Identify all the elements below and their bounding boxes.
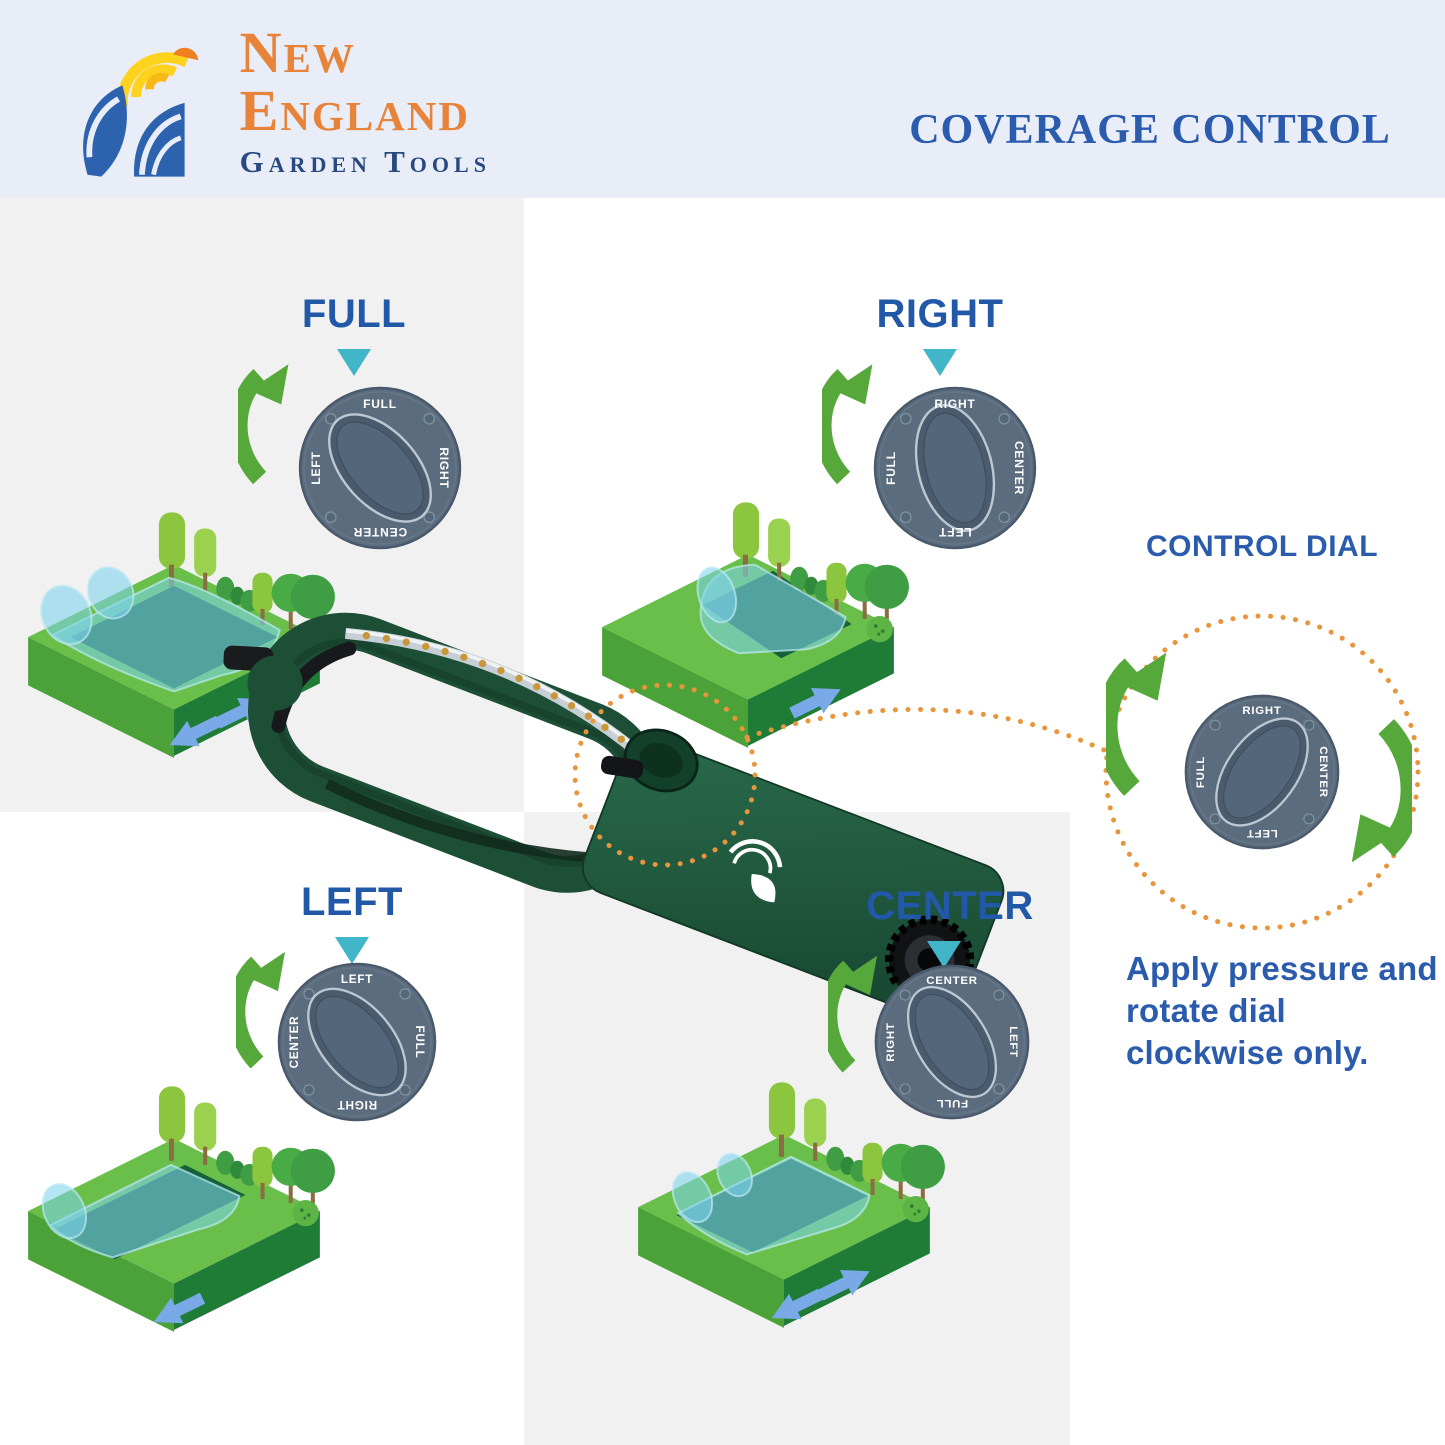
svg-text:CENTER: CENTER bbox=[288, 1016, 301, 1069]
svg-text:FULL: FULL bbox=[363, 397, 397, 411]
svg-text:FULL: FULL bbox=[936, 1097, 968, 1109]
trees bbox=[158, 1086, 335, 1227]
rotate-arrow-icon bbox=[229, 356, 310, 497]
header-banner bbox=[0, 0, 1445, 198]
svg-text:FULL: FULL bbox=[1195, 756, 1207, 788]
svg-text:LEFT: LEFT bbox=[938, 525, 971, 539]
svg-text:CENTER: CENTER bbox=[353, 525, 407, 539]
rotate-arrow-icon bbox=[1326, 702, 1423, 875]
pointer-triangle-icon bbox=[927, 941, 961, 968]
section-label-right: RIGHT bbox=[876, 292, 1004, 336]
section-label-center: CENTER bbox=[866, 884, 1034, 928]
svg-text:FULL: FULL bbox=[884, 451, 898, 485]
svg-text:RIGHT: RIGHT bbox=[337, 1098, 377, 1111]
dotted-leader-line bbox=[744, 706, 1107, 753]
dial-highlight-circle bbox=[572, 682, 758, 868]
lawn-illustration-left bbox=[8, 1042, 340, 1349]
rotate-arrow-icon bbox=[1095, 640, 1192, 813]
brand-logo-icon bbox=[83, 47, 199, 177]
pointer-triangle-icon bbox=[923, 349, 957, 376]
svg-text:RIGHT: RIGHT bbox=[1242, 705, 1281, 717]
svg-text:RIGHT: RIGHT bbox=[885, 1022, 897, 1061]
sprinkler-logo bbox=[728, 839, 783, 903]
svg-text:FULL: FULL bbox=[413, 1025, 426, 1058]
waves-icon bbox=[83, 85, 185, 177]
svg-text:LEFT: LEFT bbox=[1246, 827, 1278, 839]
svg-text:RIGHT: RIGHT bbox=[437, 447, 451, 488]
control-dial-heading: CONTROL DIAL bbox=[1145, 530, 1379, 563]
control-dial-detail: RIGHT CENTER LEFT FULL bbox=[1182, 692, 1342, 857]
rotate-arrow-icon bbox=[813, 356, 894, 497]
trees bbox=[732, 502, 909, 643]
svg-text:CENTER: CENTER bbox=[1317, 746, 1329, 797]
coverage-dial-full: FULL RIGHT CENTER LEFT bbox=[296, 384, 464, 557]
coverage-dial-center: CENTER LEFT FULL RIGHT bbox=[872, 962, 1032, 1127]
svg-text:RIGHT: RIGHT bbox=[934, 397, 975, 411]
control-dial-instruction: Apply pressure and rotate dial clockwise… bbox=[1126, 950, 1438, 1072]
coverage-dial-right: RIGHT CENTER LEFT FULL bbox=[871, 384, 1039, 557]
section-label-full: FULL bbox=[301, 292, 407, 336]
page-title: COVERAGE CONTROL bbox=[909, 107, 1391, 153]
trees bbox=[158, 512, 335, 653]
rotate-arrow-icon bbox=[819, 948, 898, 1085]
svg-text:LEFT: LEFT bbox=[341, 973, 373, 986]
brand-name: New England bbox=[239, 19, 470, 143]
lawn-illustration-center bbox=[618, 1038, 950, 1345]
lawn-illustration-right bbox=[582, 458, 914, 765]
svg-text:LEFT: LEFT bbox=[1007, 1026, 1019, 1058]
svg-text:CENTER: CENTER bbox=[1012, 441, 1026, 495]
coverage-dial-left: LEFT FULL RIGHT CENTER bbox=[275, 960, 439, 1129]
svg-text:CENTER: CENTER bbox=[926, 975, 977, 987]
pointer-triangle-icon bbox=[337, 349, 371, 376]
rotate-arrow-icon bbox=[227, 944, 306, 1081]
brand-subtitle: Garden Tools bbox=[239, 143, 491, 179]
section-label-left: LEFT bbox=[301, 880, 403, 924]
pointer-triangle-icon bbox=[335, 937, 369, 964]
brand-logo: New England Garden Tools bbox=[72, 16, 592, 184]
svg-text:LEFT: LEFT bbox=[309, 451, 323, 484]
trees bbox=[768, 1082, 945, 1223]
control-dial-zoom-circle bbox=[1103, 613, 1421, 931]
